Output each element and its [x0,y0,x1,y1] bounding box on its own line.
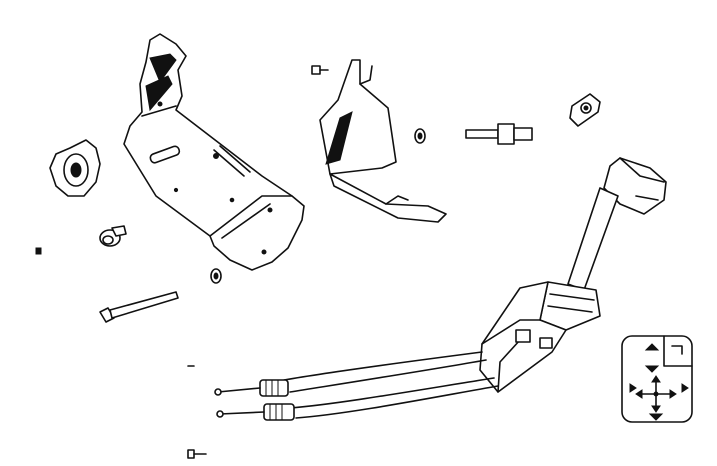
control-cables [214,351,499,421]
joystick-control-lever [479,157,667,393]
upper-bracket [319,59,447,223]
hose-clamp [99,225,127,247]
small-screw [35,65,329,459]
washer [210,128,426,284]
cage-nut [569,93,601,127]
knob-nut [49,139,101,197]
long-bolt [99,291,179,323]
stud-pin [465,123,533,145]
mounting-bracket [123,33,305,271]
pattern-decal [621,335,693,423]
